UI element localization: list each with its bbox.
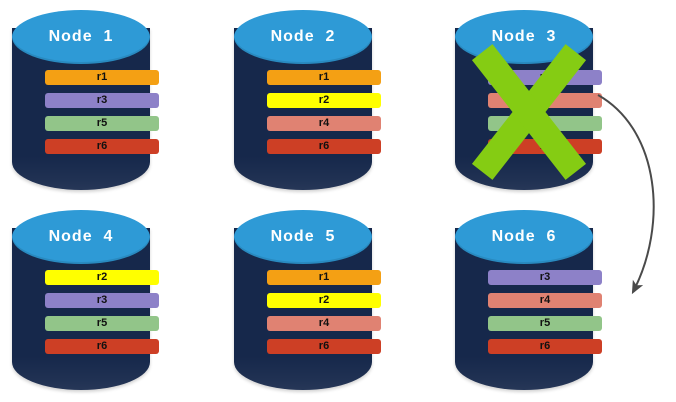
row-bar[interactable]: r3 <box>488 270 602 285</box>
node-1-label: Node 1 <box>48 28 114 45</box>
row-bar[interactable]: r2 <box>267 293 381 308</box>
row-bar[interactable]: r5 <box>45 116 159 131</box>
row-bar[interactable]: r5 <box>488 116 602 131</box>
node-4-cylinder-shade <box>12 356 150 390</box>
row-bar[interactable]: r4 <box>267 316 381 331</box>
row-bar[interactable]: r6 <box>45 339 159 354</box>
row-bar[interactable]: r6 <box>45 139 159 154</box>
node-3-rows: r3 r4 r5 r6 <box>488 70 602 154</box>
node-3-cylinder-shade <box>455 156 593 190</box>
node-5-label: Node 5 <box>270 228 336 245</box>
node-4-cylinder-top <box>12 210 150 264</box>
node-4[interactable]: Node 4 r2 r3 r5 r6 <box>12 210 159 390</box>
row-bar[interactable]: r3 <box>488 70 602 85</box>
row-bar[interactable]: r4 <box>267 116 381 131</box>
node-5-cylinder-top <box>234 210 372 264</box>
row-bar[interactable]: r4 <box>488 93 602 108</box>
node-3[interactable]: Node 3 r3 r4 r5 r6 <box>455 10 602 190</box>
node-2-cylinder-shade <box>234 156 372 190</box>
node-1-cylinder-shade <box>12 156 150 190</box>
row-bar[interactable]: r5 <box>488 316 602 331</box>
node-3-label: Node 3 <box>491 28 557 45</box>
node-4-rows: r2 r3 r5 r6 <box>45 270 159 354</box>
node-6-cylinder-shade <box>455 356 593 390</box>
node-6[interactable]: Node 6 r3 r4 r5 r6 <box>455 210 602 390</box>
row-bar[interactable]: r5 <box>45 316 159 331</box>
node-6-label: Node 6 <box>491 228 557 245</box>
row-bar[interactable]: r1 <box>267 70 381 85</box>
row-bar[interactable]: r6 <box>267 139 381 154</box>
node-2[interactable]: Node 2 r1 r2 r4 r6 <box>234 10 381 190</box>
row-bar[interactable]: r3 <box>45 93 159 108</box>
node-1[interactable]: Node 1 r1 r3 r5 r6 <box>12 10 159 190</box>
row-bar[interactable]: r1 <box>45 70 159 85</box>
node-5-rows: r1 r2 r4 r6 <box>267 270 381 354</box>
node-6-cylinder-top <box>455 210 593 264</box>
node-1-rows: r1 r3 r5 r6 <box>45 70 159 154</box>
node-4-label: Node 4 <box>48 228 114 245</box>
node-5-cylinder-shade <box>234 356 372 390</box>
failover-arrow-path <box>597 94 655 295</box>
row-bar[interactable]: r4 <box>488 293 602 308</box>
node-2-label: Node 2 <box>270 28 336 45</box>
row-bar[interactable]: r2 <box>45 270 159 285</box>
node-2-cylinder-top <box>234 10 372 64</box>
node-6-rows: r3 r4 r5 r6 <box>488 270 602 354</box>
row-bar[interactable]: r6 <box>488 139 602 154</box>
row-bar[interactable]: r2 <box>267 93 381 108</box>
node-5[interactable]: Node 5 r1 r2 r4 r6 <box>234 210 381 390</box>
row-bar[interactable]: r1 <box>267 270 381 285</box>
node-2-rows: r1 r2 r4 r6 <box>267 70 381 154</box>
row-bar[interactable]: r3 <box>45 293 159 308</box>
row-bar[interactable]: r6 <box>488 339 602 354</box>
row-bar[interactable]: r6 <box>267 339 381 354</box>
node-1-cylinder-top <box>12 10 150 64</box>
